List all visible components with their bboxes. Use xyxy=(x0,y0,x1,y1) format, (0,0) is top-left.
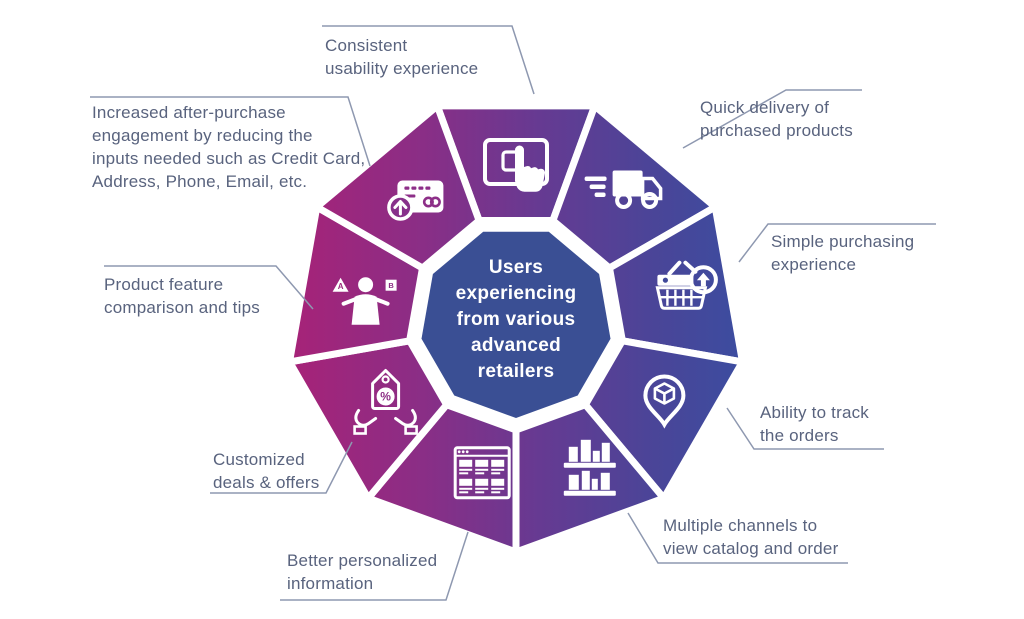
leader-after-purchase xyxy=(90,96,371,167)
label-order-tracking: Ability to track the orders xyxy=(760,403,870,445)
label-simple-purchasing: Simple purchasing experience xyxy=(771,232,915,274)
leader-multiple-channels xyxy=(627,512,848,564)
center-nonagon xyxy=(421,231,611,418)
leader-personalized-info xyxy=(280,531,469,601)
label-feature-comparison: Product feature comparison and tips xyxy=(104,275,260,317)
label-consistent-usability: Consistent usability experience xyxy=(325,36,479,78)
leader-consistent-usability xyxy=(322,25,535,95)
store-shelves-icon xyxy=(563,439,616,496)
center-title: Users experiencing from various advanced… xyxy=(455,257,577,382)
label-quick-delivery: Quick delivery of purchased products xyxy=(700,98,853,140)
leader-lines xyxy=(90,25,936,601)
label-multiple-channels: Multiple channels to view catalog and or… xyxy=(663,516,839,558)
leader-quick-delivery xyxy=(682,89,862,149)
label-personalized-info: Better personalized information xyxy=(287,551,438,593)
leader-feature-comparison xyxy=(104,265,314,310)
label-after-purchase: Increased after-purchase engagement by r… xyxy=(92,103,366,191)
label-customized-deals: Customized deals & offers xyxy=(213,450,320,492)
center-polygon xyxy=(421,231,611,418)
leader-customized-deals xyxy=(210,441,353,494)
leader-simple-purchasing xyxy=(738,223,936,263)
leader-order-tracking xyxy=(726,407,884,450)
